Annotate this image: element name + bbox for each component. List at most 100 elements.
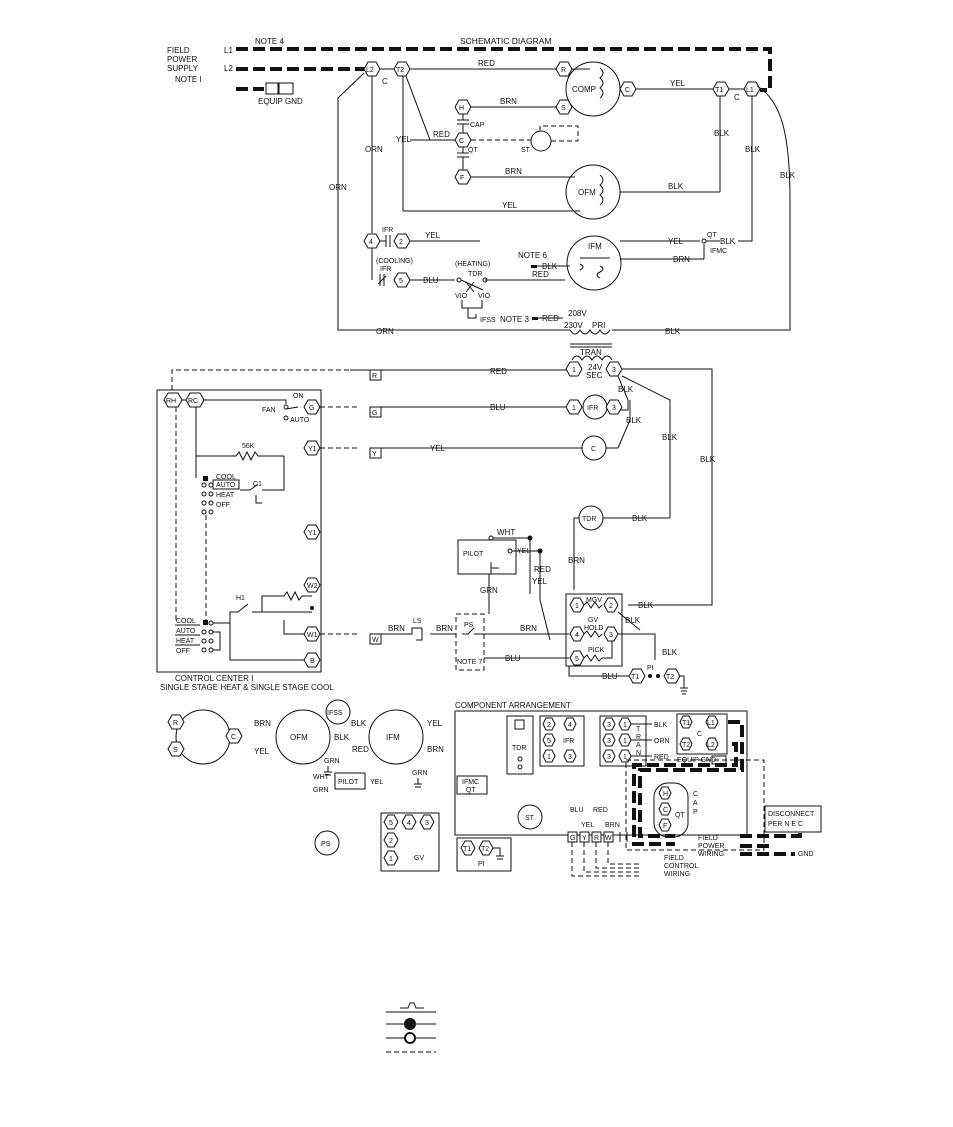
sys-upper-c5 [201,500,207,506]
pilot-view-yel: YEL [370,779,383,786]
wire-blk-qt-label: BLK [720,237,736,246]
ifss-view [325,699,351,725]
ifr-top-label: IFR [382,227,393,234]
wire-yel-gv-label: YEL [532,577,548,586]
ifss-switch [467,308,477,319]
ps-label: PS [464,622,474,629]
tran-arr-3b-label: 3 [607,738,611,745]
gv-hold-2: HOLD [584,625,603,632]
note7-label: NOTE 7 [457,659,482,666]
indoor-fan-motor [566,235,622,291]
pi-view-t1 [460,840,476,856]
gv-view-1-label: 1 [389,856,393,863]
field-power-dash [625,759,765,851]
pilot-view-grn: GRN [313,787,329,794]
ps-switch [462,627,484,635]
ifr-arr-3-label: 3 [568,754,572,761]
note3-marker [532,317,538,320]
start-thermistor [530,130,552,152]
wire-blk-pri [612,85,791,331]
contactor-c-label: C [382,77,388,86]
field-control-wires [571,842,640,877]
ifr-arr-4-label: 4 [568,722,572,729]
cap-arr [653,782,689,838]
sys-lower-c5 [208,638,214,644]
ifr-5-label: 5 [399,278,403,285]
fc-blu: BLU [570,807,584,814]
ifm-view-blk: BLK [351,719,367,728]
contactor-arr-c: C [697,731,702,738]
term-r [369,369,382,381]
qt-contact [701,238,707,244]
field-power-wire-2 [632,742,738,846]
tran-arr-3a [602,717,616,731]
wire-blu-pi [568,666,629,677]
comp-view-c-label: C [231,734,236,741]
wire-blk-right-ctrl-label: BLK [700,455,716,464]
pilot-view-wht: WHT [313,774,330,781]
ifr-arr-2-label: 2 [547,722,551,729]
term-y-label: Y [372,451,377,458]
sec-label: SEC [586,371,603,380]
w2-terminal [303,577,321,593]
t1-terminal-label: T1 [715,87,723,94]
qt-arr-label: QT [466,787,476,794]
fcw-1: FIELD [664,855,684,862]
h1-label: H1 [236,595,245,602]
wire-blk-ofm-label: BLK [668,182,684,191]
ifr-arr-2 [542,717,556,731]
v24-label: 24V [588,363,603,372]
l1-terminal-label: L1 [746,87,754,94]
wire-yel-ofm-label: YEL [502,201,518,210]
on-label: ON [293,393,304,400]
ofm-label: OFM [578,188,596,197]
cap-h-label: H [459,105,464,112]
tdr-sw-label: TDR [468,271,482,278]
mgv-label: MGV [586,597,602,604]
comp-view-r [167,714,185,730]
y2-label: Y1 [308,530,317,537]
auto-lower-label: AUTO [176,628,196,635]
heat-upper-label: HEAT [216,492,235,499]
tran-arr-1a-label: 1 [623,722,627,729]
pi-contact-1 [648,674,652,678]
comp-s-label: S [561,105,566,112]
pick-coil [583,641,613,662]
cap-c-label: C [459,138,464,145]
wire-blk-ifr3 [617,375,629,411]
wire-blk-t1-label: BLK [714,129,730,138]
contactor-coil-label: C [591,446,596,453]
ifr-coil-1 [565,399,583,415]
ifm-winding [579,257,610,279]
contactor-arr-t2 [679,737,693,751]
wire-blk-tdr-sec [621,375,671,518]
equip-gnd-arr: EQUIP GND. [677,757,718,764]
tran-arr-1c-label: 1 [623,754,627,761]
y2-terminal [303,524,321,540]
fcw-2: CONTROL [664,863,698,870]
note6-marker [531,265,537,268]
tran-arr-red: RED [654,754,669,761]
c1-contact [240,456,285,491]
pilot-view-label: PILOT [338,779,359,786]
tdr-arr [506,715,534,775]
tran-label: TRAN [580,348,602,357]
g-label: G [309,405,314,412]
contactor-arr-t1-label: T1 [682,720,690,727]
fan-label: FAN [262,407,276,414]
gv-5-label: 5 [575,656,579,663]
b-label: B [310,658,315,665]
tdr-arr-socket [514,719,525,730]
tran-letter-n: N [636,750,641,757]
wire-red-pilot-label: RED [534,565,551,574]
wire-h1-w1 [283,620,304,635]
ofm-view-ground [324,766,332,776]
comp-label: COMP [572,85,596,94]
qt-label: QT [468,147,478,154]
gv-view-label: GV [414,855,424,862]
gv-view-4-label: 4 [407,820,411,827]
wire-orn-side-label: ORN [329,183,347,192]
b-terminal [303,652,321,668]
schematic-title: SCHEMATIC DIAGRAM [460,36,551,46]
h1-junction [310,606,314,610]
